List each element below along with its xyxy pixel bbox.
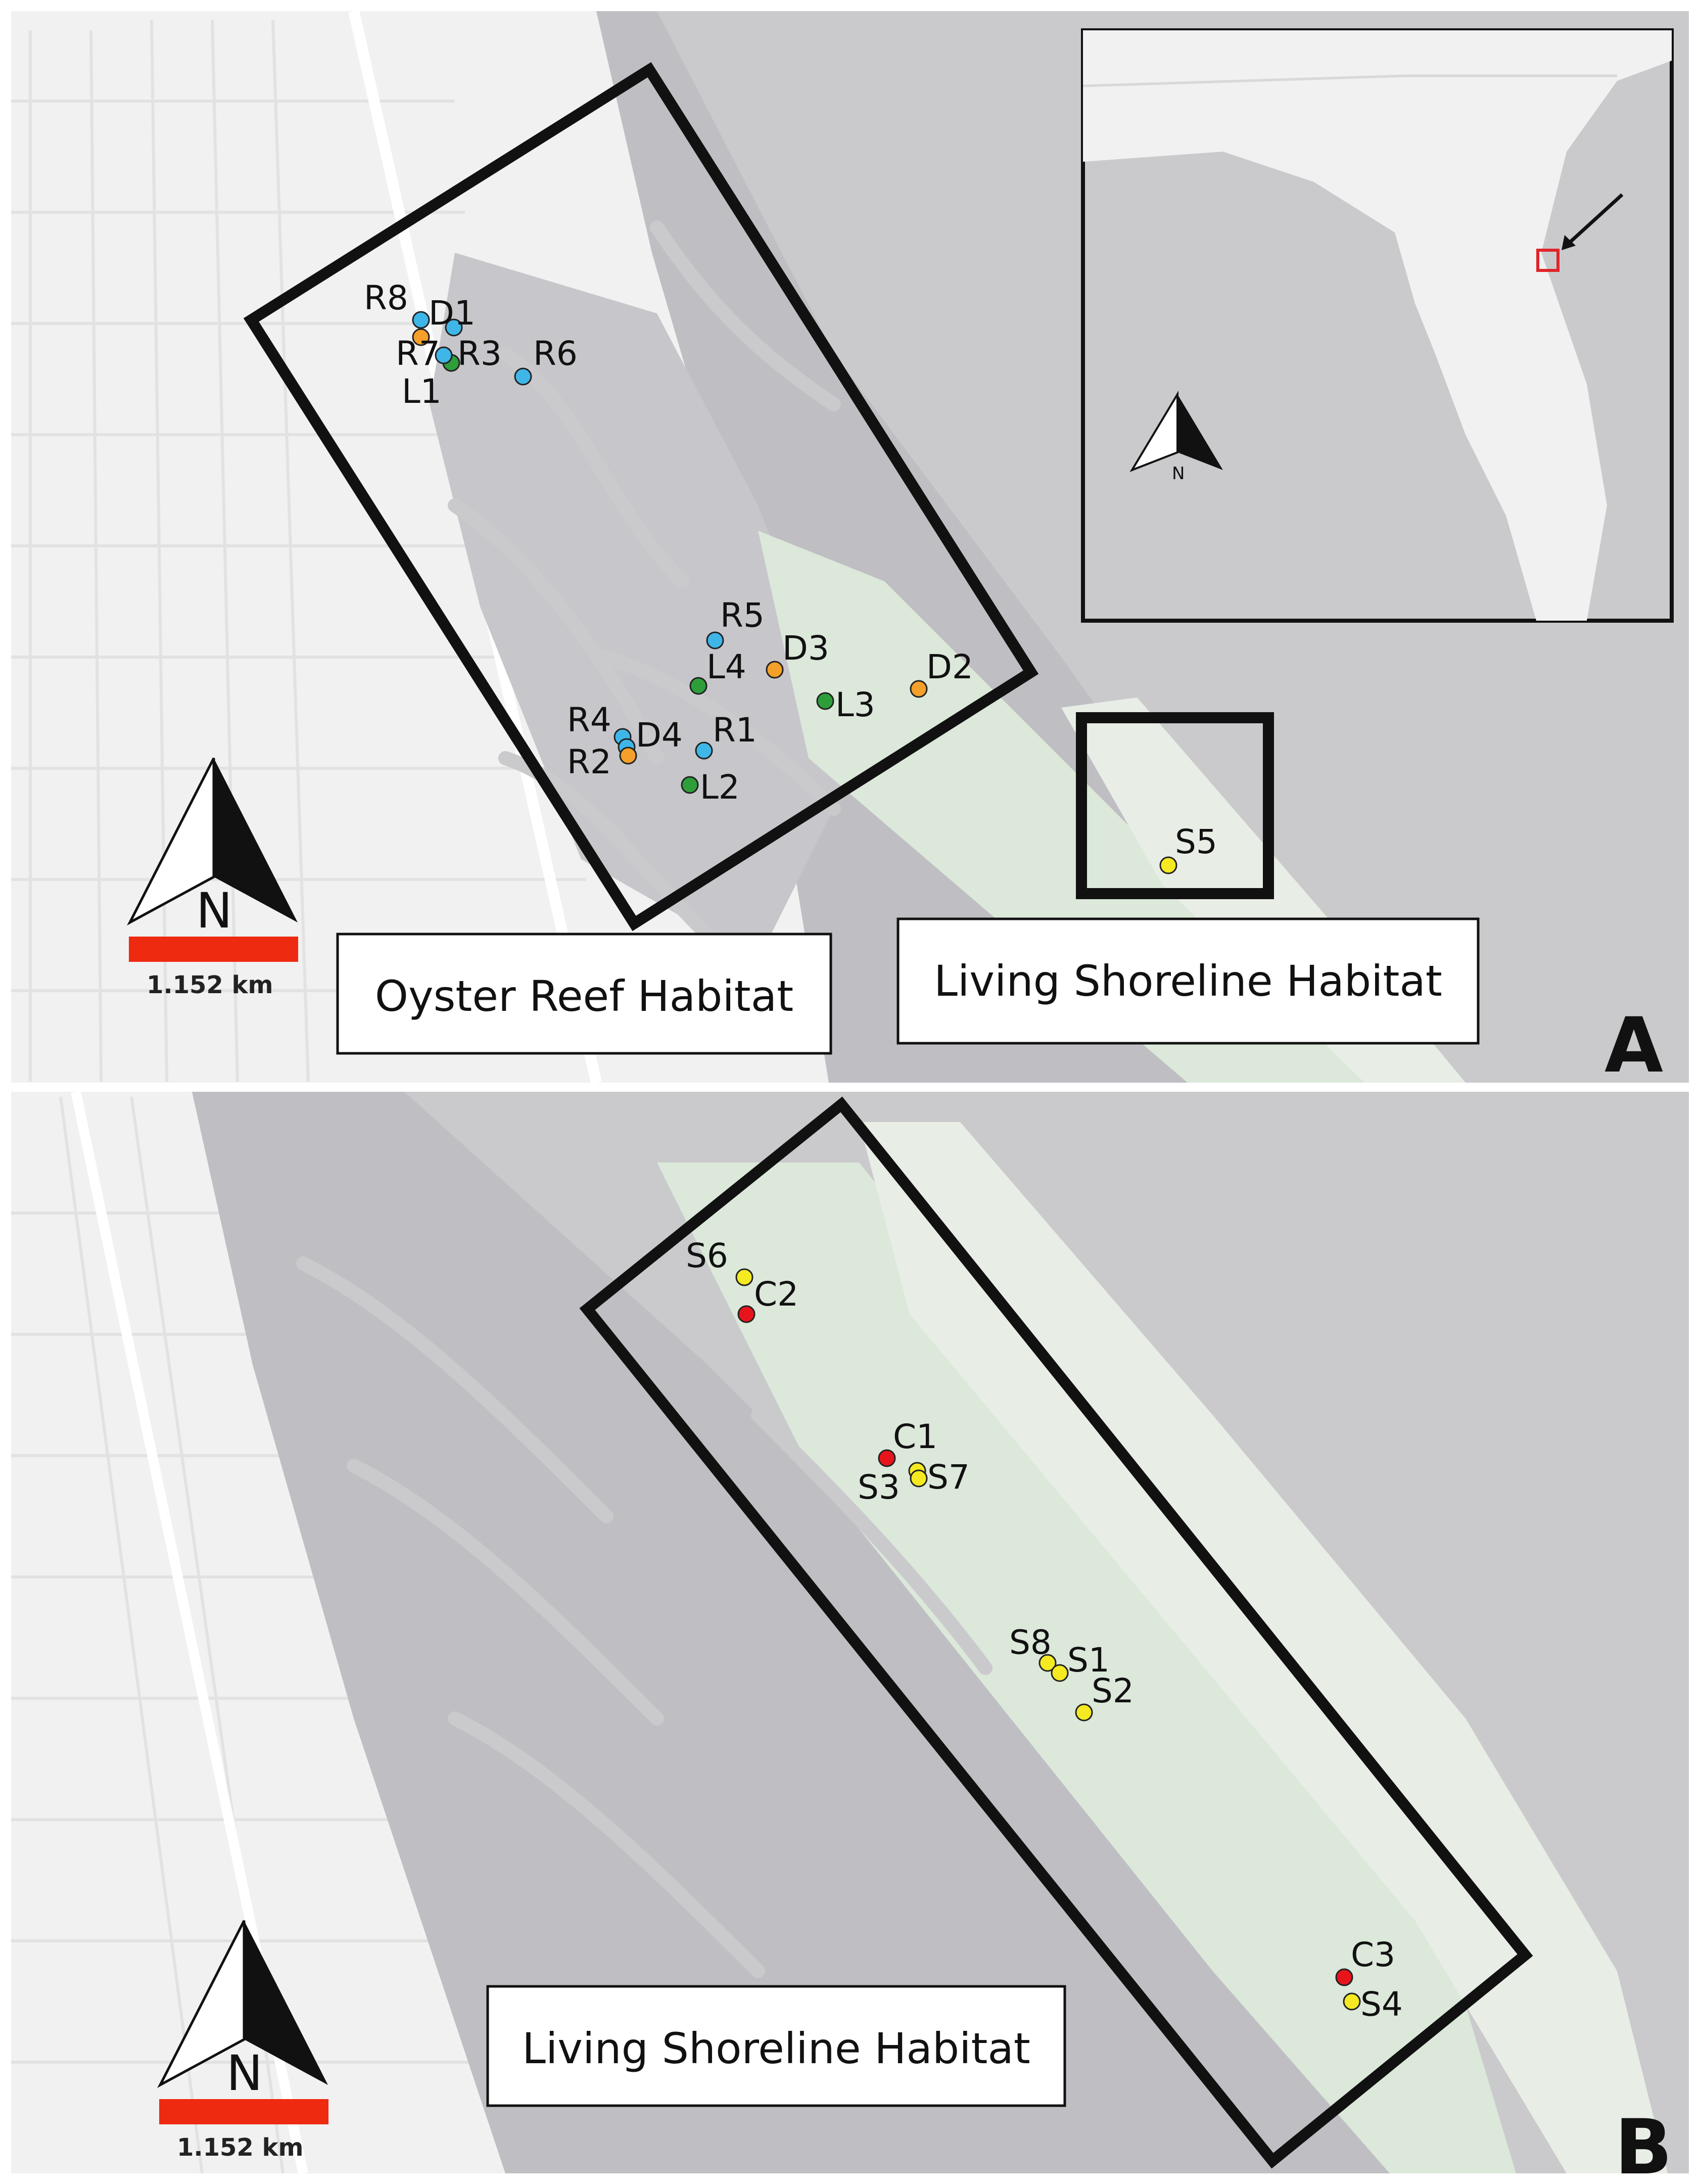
site-marker-s8	[1038, 1654, 1057, 1672]
site-marker-c1	[878, 1449, 896, 1467]
panel-b-letter: B	[1615, 2104, 1672, 2184]
site-label-r4: R4	[567, 701, 611, 739]
inset-arrow	[1564, 193, 1624, 248]
panel-a-scale-bar	[129, 937, 298, 962]
panel-b-north-arrow-icon	[157, 1920, 328, 2088]
site-label-c1: C1	[893, 1417, 937, 1456]
site-label-s3: S3	[858, 1468, 900, 1507]
site-marker-r6	[514, 367, 532, 386]
site-label-d4: D4	[636, 716, 683, 755]
site-label-s4: S4	[1360, 1985, 1403, 2024]
site-marker-s6	[735, 1268, 753, 1286]
panel-a-north-arrow-icon	[127, 757, 298, 926]
panel-a-letter: A	[1604, 1002, 1663, 1090]
living-shoreline-frame-b	[579, 1096, 1533, 2169]
site-marker-c2	[737, 1305, 755, 1323]
site-marker-d3	[766, 661, 784, 679]
living-shoreline-label-a: Living Shoreline Habitat	[934, 956, 1442, 1006]
site-marker-s2	[1075, 1703, 1093, 1722]
site-label-s2: S2	[1092, 1671, 1134, 1710]
site-label-s7: S7	[927, 1458, 970, 1497]
inset-location-marker	[1536, 249, 1560, 272]
site-label-r5: R5	[720, 596, 765, 635]
site-marker-d1	[445, 318, 463, 337]
site-label-c3: C3	[1351, 1935, 1395, 1974]
site-label-l4: L4	[706, 647, 746, 686]
site-label-r6: R6	[533, 334, 578, 373]
site-label-r2: R2	[567, 742, 611, 781]
site-label-s6: S6	[686, 1236, 728, 1275]
panel-b-scale-label: 1.152 km	[177, 2133, 303, 2162]
site-marker-r8	[412, 311, 430, 329]
site-label-s8: S8	[1009, 1623, 1052, 1662]
site-marker-s4	[1343, 1992, 1361, 2011]
panel-a-scale-label: 1.152 km	[147, 971, 273, 999]
site-marker-l4	[689, 677, 707, 695]
site-label-d3: D3	[782, 629, 829, 668]
site-label-r3: R3	[457, 334, 502, 373]
site-label-r7: R7	[396, 334, 440, 373]
s5-frame	[1076, 712, 1274, 899]
site-marker-l1	[435, 346, 453, 364]
site-marker-l2	[681, 776, 699, 794]
site-marker-s5	[1159, 856, 1177, 874]
site-marker-r7	[412, 328, 430, 346]
site-marker-r1	[695, 741, 713, 760]
site-label-r1: R1	[713, 711, 757, 750]
site-label-l3: L3	[835, 685, 875, 724]
site-label-s5: S5	[1175, 822, 1217, 861]
site-marker-d2	[910, 680, 928, 698]
site-label-s1: S1	[1067, 1641, 1110, 1680]
site-label-l2: L2	[700, 768, 740, 807]
site-marker-r2	[619, 747, 637, 765]
site-marker-r5	[706, 631, 724, 649]
site-marker-l3	[816, 692, 834, 710]
site-label-l1: L1	[402, 372, 442, 411]
site-label-r8: R8	[364, 278, 408, 317]
site-label-c2: C2	[754, 1275, 798, 1314]
oyster-reef-label: Oyster Reef Habitat	[375, 971, 793, 1021]
site-label-d1: D1	[429, 294, 476, 333]
site-marker-s7	[910, 1469, 928, 1488]
site-marker-s1	[1051, 1664, 1069, 1682]
inset-map: N	[1081, 28, 1674, 623]
panel-b-scale-bar	[159, 2099, 328, 2124]
panel-b-north-label: N	[226, 2045, 263, 2102]
oyster-reef-frame	[243, 62, 1039, 932]
site-label-d2: D2	[926, 647, 973, 686]
panel-a-north-label: N	[196, 882, 232, 939]
inset-north-label: N	[1172, 463, 1185, 484]
inset-north-arrow-icon	[1129, 390, 1223, 472]
site-marker-c3	[1335, 1968, 1353, 1986]
living-shoreline-label-b: Living Shoreline Habitat	[522, 2024, 1030, 2073]
